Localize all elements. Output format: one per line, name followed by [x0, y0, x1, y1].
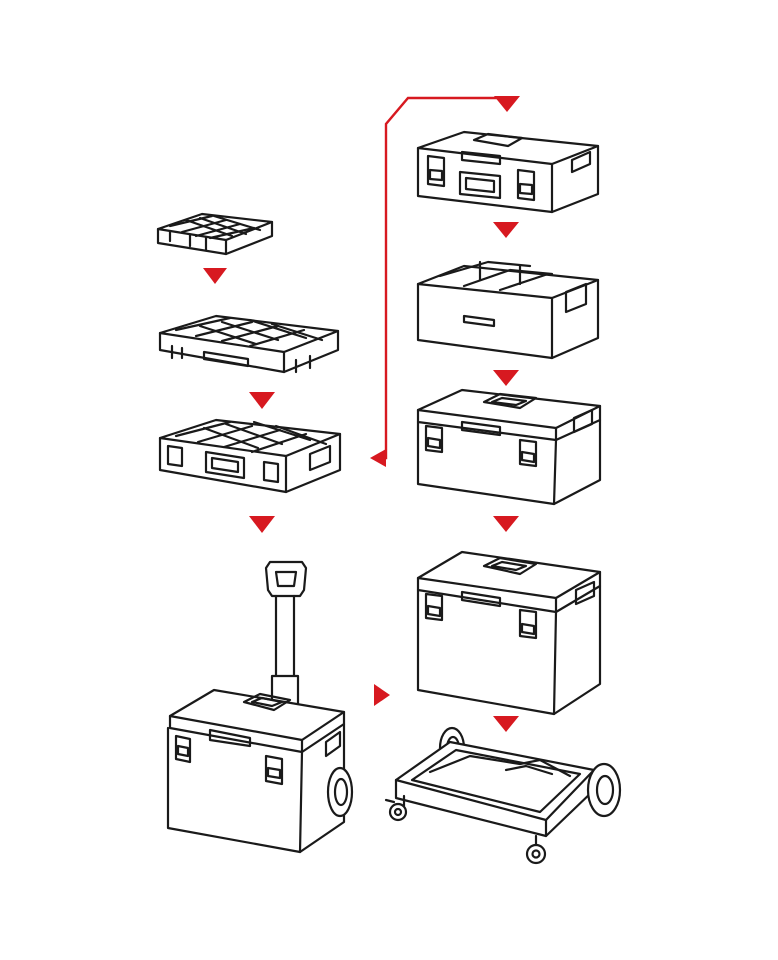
triangle-left-icon: [370, 449, 386, 467]
removable-tray: [416, 260, 600, 360]
small-organizer: [156, 212, 274, 256]
mobile-trolley-box: [166, 560, 354, 854]
tall-toolbox: [416, 550, 602, 716]
triangle-down-icon: [494, 96, 520, 112]
medium-organizer: [158, 314, 340, 374]
toolbox-with-tray: [416, 130, 600, 214]
medium-toolbox: [416, 388, 602, 506]
wheeled-platform: [384, 726, 622, 865]
triangle-down-icon: [249, 392, 275, 409]
triangle-down-icon: [249, 516, 275, 533]
triangle-down-icon: [493, 370, 519, 386]
triangle-right-icon: [374, 684, 390, 706]
deep-organizer: [158, 418, 342, 494]
triangle-down-icon: [493, 516, 519, 532]
triangle-down-icon: [203, 268, 227, 284]
triangle-down-icon: [493, 716, 519, 732]
triangle-down-icon: [493, 222, 519, 238]
